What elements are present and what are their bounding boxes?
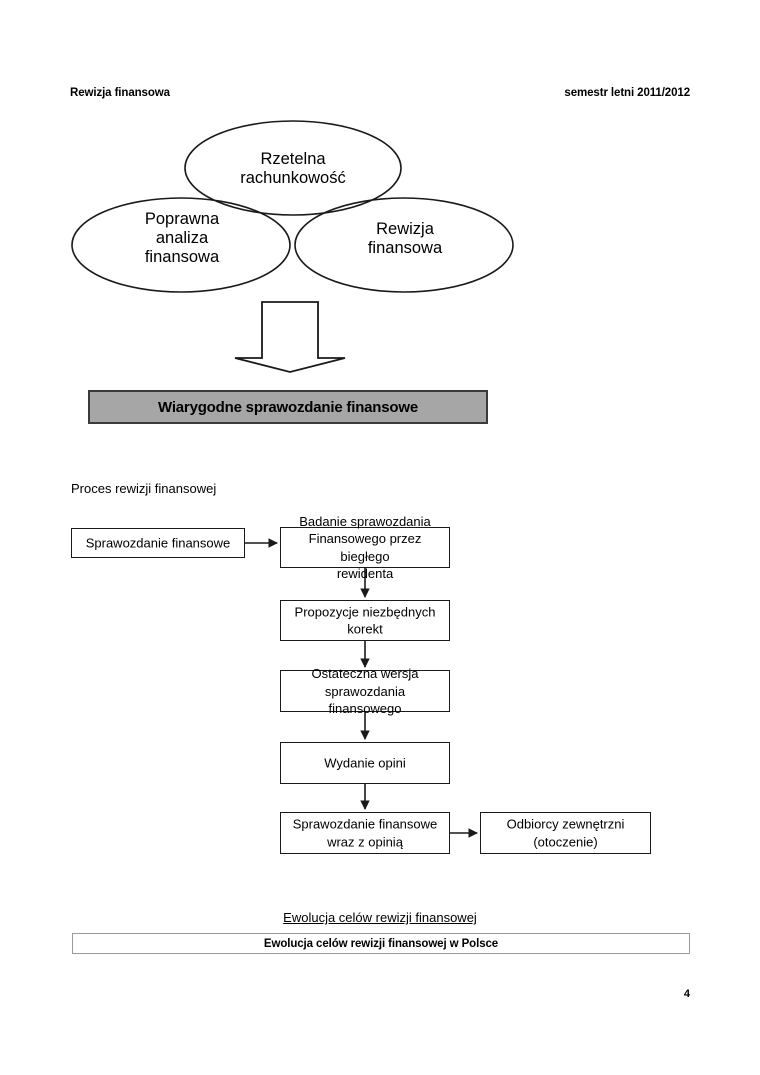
flow-box-label: Sprawozdanie finansowe wraz z opinią — [292, 816, 438, 850]
flow-box-external-recipients: Odbiorcy zewnętrzni (otoczenie) — [480, 812, 651, 854]
ellipse-left-label: Poprawna analiza finansowa — [144, 210, 220, 266]
header-semester: semestr letni 2011/2012 — [564, 87, 690, 99]
evolution-table-header: Ewolucja celów rewizji finansowej w Pols… — [72, 933, 690, 954]
venn-ellipses-svg — [71, 120, 514, 293]
flow-box-label: Sprawozdanie finansowe — [85, 535, 231, 551]
ellipse-top-label: Rzetelna rachunkowość — [240, 150, 346, 187]
flow-box-financial-statement: Sprawozdanie finansowe — [71, 528, 245, 558]
flow-box-issue-opinion: Wydanie opini — [280, 742, 450, 784]
credible-statement-banner: Wiarygodne sprawozdanie finansowe — [88, 390, 488, 424]
flow-box-proposed-corrections: Propozycje niezbędnych korekt — [280, 600, 450, 641]
flow-caption: Proces rewizji finansowej — [71, 481, 217, 496]
header-course-title: Rewizja finansowa — [70, 87, 170, 99]
page-number: 4 — [683, 988, 690, 1000]
flow-box-label: Odbiorcy zewnętrzni (otoczenie) — [506, 816, 625, 850]
flow-box-label: Ostateczna wersja sprawozdania finansowe… — [311, 665, 419, 716]
flow-box-label: Badanie sprawozdania Finansowego przez b… — [299, 513, 431, 582]
ellipse-right — [294, 197, 514, 293]
flow-box-statement-with-opinion: Sprawozdanie finansowe wraz z opinią — [280, 812, 450, 854]
flow-box-audit-examination: Badanie sprawozdania Finansowego przez b… — [280, 514, 450, 581]
ellipse-top — [184, 120, 402, 216]
venn-diagram: Rzetelna rachunkowość Poprawna analiza f… — [0, 110, 760, 310]
flow-box-final-version: Ostateczna wersja sprawozdania finansowe… — [280, 666, 450, 716]
flow-box-label: Propozycje niezbędnych korekt — [294, 604, 436, 637]
evolution-table-header-label: Ewolucja celów rewizji finansowej w Pols… — [263, 937, 499, 950]
page-header: Rewizja finansowa semestr letni 2011/201… — [70, 87, 690, 103]
evolution-section-title: Ewolucja celów rewizji finansowej — [283, 910, 477, 925]
flow-box-label: Wydanie opini — [324, 755, 406, 771]
down-block-arrow — [228, 298, 352, 376]
ellipse-right-label: Rewizja finansowa — [367, 220, 443, 257]
banner-label: Wiarygodne sprawozdanie finansowe — [158, 398, 418, 416]
ellipse-left — [71, 197, 291, 293]
down-block-arrow-icon — [234, 301, 346, 373]
